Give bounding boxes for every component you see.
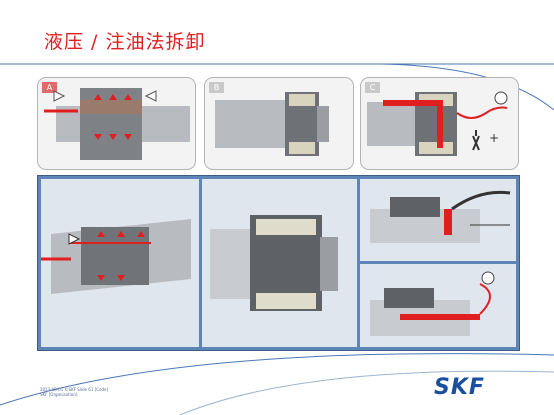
roller-top bbox=[289, 94, 315, 106]
panel-c-label: C bbox=[365, 82, 380, 93]
page-title: 液压 / 注油法拆卸 bbox=[44, 31, 206, 53]
top-right-drawing bbox=[370, 190, 511, 243]
grid-cell-left bbox=[41, 179, 199, 347]
panel-a-drawing bbox=[44, 88, 190, 160]
panel-a-label: A bbox=[42, 82, 57, 93]
grid-cell-middle bbox=[202, 179, 357, 347]
roller-top bbox=[256, 219, 316, 235]
pressure-gauge-icon bbox=[481, 271, 495, 285]
header-swoosh bbox=[379, 63, 554, 111]
panel-c-drawing: + bbox=[367, 91, 508, 156]
oil-channel bbox=[444, 209, 452, 235]
puller-icon bbox=[472, 130, 480, 151]
detail-diagram-grid bbox=[37, 175, 520, 351]
grid-cell-bottom-right bbox=[360, 264, 516, 347]
footer-line-2: SKF [Organisation] bbox=[40, 392, 78, 397]
footer-swoosh bbox=[0, 353, 554, 406]
push-arrow-icon bbox=[68, 233, 81, 245]
diagram-panel-a: A bbox=[37, 77, 196, 170]
panel-b-label: B bbox=[209, 82, 224, 93]
oil-channel bbox=[400, 314, 480, 320]
pump-handle-icon bbox=[451, 190, 511, 211]
pressure-gauge-icon bbox=[494, 91, 508, 105]
oil-channel bbox=[383, 100, 443, 106]
oil-channel-vertical bbox=[437, 100, 443, 148]
diagram-panel-b: B bbox=[204, 77, 354, 170]
slide-footer: 2013-08-01 ©SKF Slide 61 [Code] SKF [Org… bbox=[40, 387, 108, 397]
nut bbox=[317, 106, 329, 142]
pressure-arrows bbox=[97, 231, 145, 281]
roller-bottom bbox=[289, 142, 315, 154]
bottom-right-drawing bbox=[370, 271, 495, 336]
grid-cell-top-right bbox=[360, 179, 516, 261]
oil-hose bbox=[456, 106, 508, 119]
footer-swoosh-2 bbox=[179, 370, 554, 415]
left-cell-drawing bbox=[41, 219, 191, 294]
pressure-arrows bbox=[94, 94, 132, 140]
shaft bbox=[215, 100, 295, 148]
oil-layer bbox=[80, 100, 142, 114]
nut bbox=[320, 237, 338, 291]
bearing bbox=[390, 197, 440, 217]
diagram-panel-c: C + bbox=[360, 77, 519, 170]
skf-logo: SKF bbox=[434, 375, 485, 400]
plus-icon: + bbox=[489, 131, 499, 145]
bearing bbox=[384, 288, 434, 308]
footer-line-1: 2013-08-01 ©SKF Slide 61 [Code] bbox=[40, 387, 109, 392]
oil-hose bbox=[479, 283, 491, 315]
middle-cell-drawing bbox=[210, 215, 338, 311]
roller-bottom bbox=[419, 142, 453, 154]
roller-bottom bbox=[256, 293, 316, 309]
push-arrow-icon-2 bbox=[53, 90, 66, 102]
panel-b-drawing bbox=[215, 92, 329, 156]
push-arrow-icon bbox=[144, 90, 157, 102]
